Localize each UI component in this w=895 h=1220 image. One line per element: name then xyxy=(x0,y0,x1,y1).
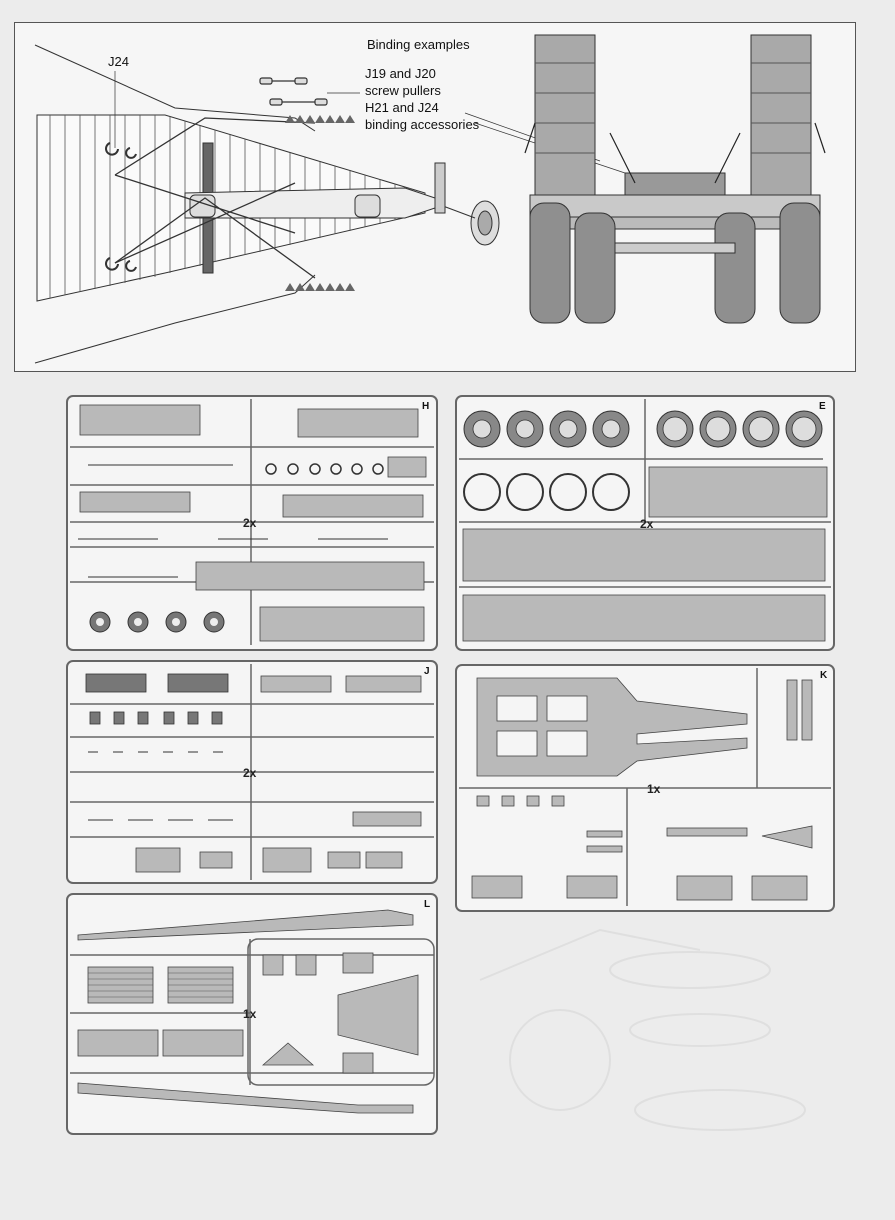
binding-examples-panel: Binding examples J24 J19 and J20 screw p… xyxy=(14,22,856,372)
binding-diagram: Binding examples J24 J19 and J20 screw p… xyxy=(34,34,826,364)
sprue-j-quantity: 2x xyxy=(243,766,257,780)
sprue-h-quantity: 2x xyxy=(243,516,257,530)
sprue-k: K 1x xyxy=(455,664,835,912)
sprue-l: L 1x xyxy=(66,893,438,1135)
label-j24: J24 xyxy=(108,54,129,69)
sprue-e-letter: E xyxy=(819,401,826,412)
sprue-h: H 2x xyxy=(66,395,438,651)
sprue-j: J 2x xyxy=(66,660,438,884)
sprue-e-quantity: 2x xyxy=(640,517,654,531)
callout-binding-accessories: binding accessories xyxy=(365,117,480,132)
sprue-k-letter: K xyxy=(820,670,828,681)
sprue-e: E 2x xyxy=(455,395,835,651)
callout-j19-j20: J19 and J20 xyxy=(365,66,436,81)
sprue-l-letter: L xyxy=(424,899,430,910)
binding-title: Binding examples xyxy=(367,37,470,52)
sprue-h-letter: H xyxy=(422,401,429,412)
callout-screw-pullers: screw pullers xyxy=(365,83,441,98)
callout-h21-j24: H21 and J24 xyxy=(365,100,439,115)
sprue-l-quantity: 1x xyxy=(243,1007,257,1021)
sprue-k-quantity: 1x xyxy=(647,782,661,796)
sprue-j-letter: J xyxy=(424,666,430,677)
